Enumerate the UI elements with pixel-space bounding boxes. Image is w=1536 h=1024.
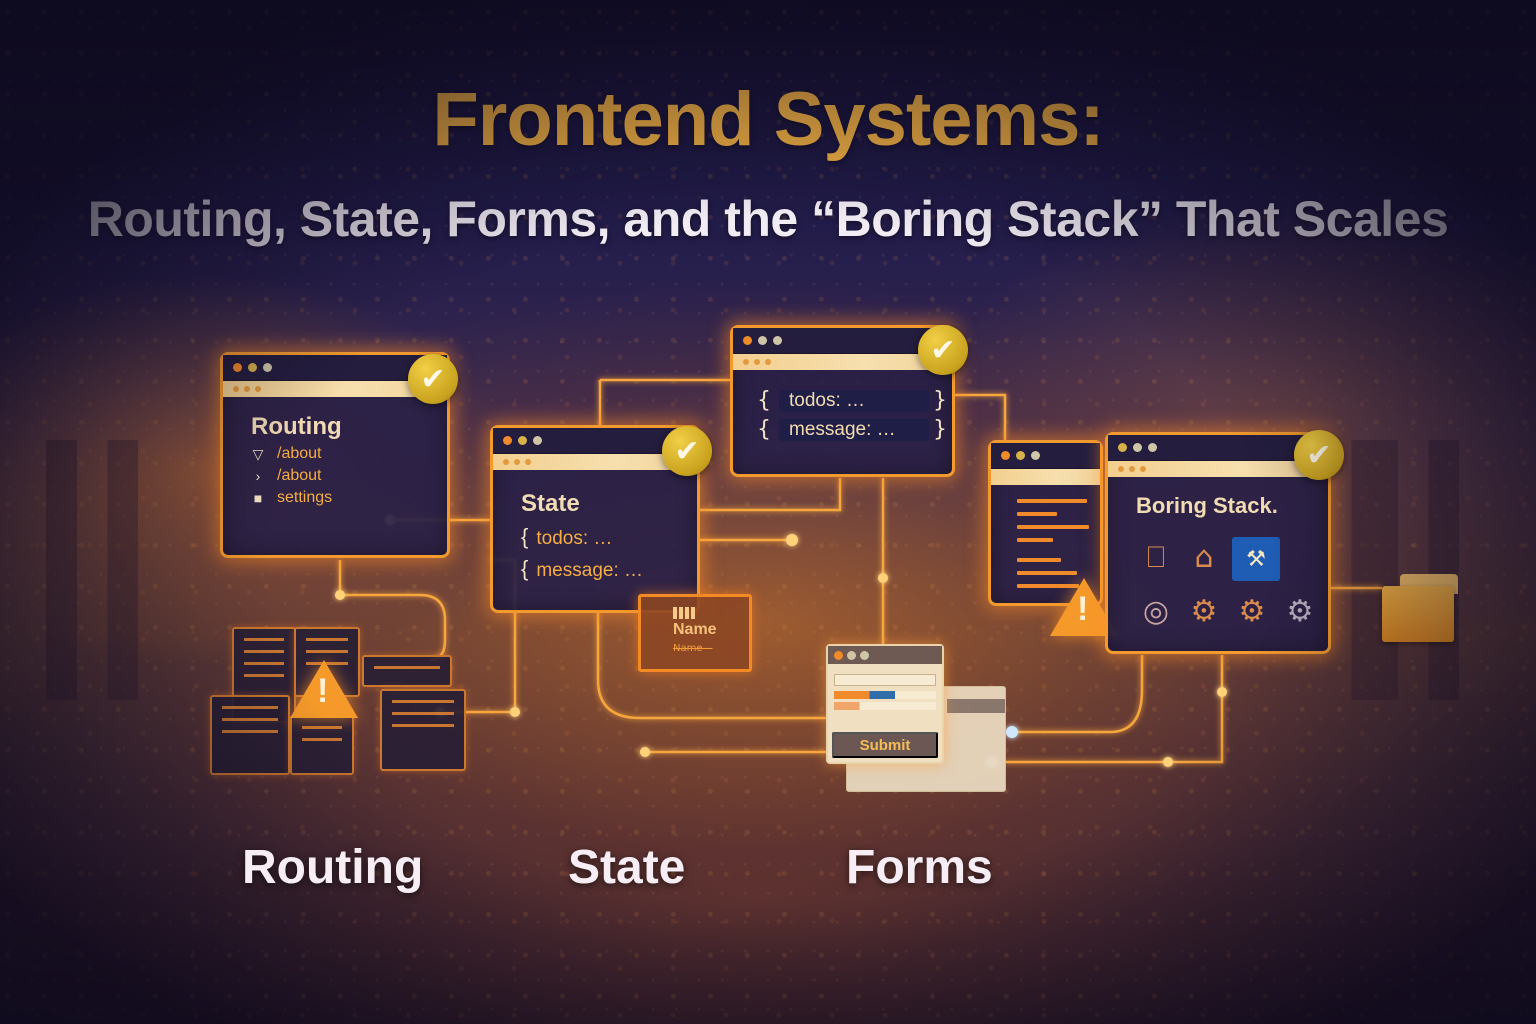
routing-window-title: Routing [251, 413, 342, 440]
form-progress [834, 702, 936, 710]
submit-button[interactable]: Submit [832, 732, 938, 758]
caption-state: State [568, 841, 686, 894]
barcode-icon [673, 607, 697, 619]
boring-stack-title: Boring Stack. [1136, 493, 1278, 518]
route-item[interactable]: ▽ /about [251, 445, 447, 463]
brace: { [757, 388, 771, 413]
window-dot-icon [758, 336, 767, 345]
window-dot-icon [847, 650, 856, 660]
gear-badge-icon[interactable]: ⚙ [1190, 593, 1218, 629]
document-lines [991, 485, 1100, 588]
window-dot-icon [773, 336, 782, 345]
name-field-value[interactable]: Name— [673, 643, 713, 654]
route-item[interactable]: › /about [251, 467, 447, 485]
route-label: settings [277, 489, 333, 506]
window-dot-icon [1148, 443, 1157, 452]
window-dot-icon [233, 363, 242, 372]
window-dot-icon [1031, 451, 1040, 460]
backpack-icon[interactable]: ⎕ [1147, 539, 1165, 575]
chevron-right-icon: › [255, 468, 261, 484]
brace: } [933, 417, 947, 442]
brace: { [521, 524, 529, 549]
gear-grey-icon[interactable]: ⚙ [1286, 593, 1314, 629]
gear-icon[interactable]: ⚙ [1238, 593, 1266, 629]
window-titlebar [828, 646, 942, 664]
caption-routing: Routing [242, 841, 424, 894]
state-line: { todos: … [521, 524, 697, 550]
window-dot-icon [1133, 443, 1142, 452]
window-dot-icon [503, 436, 512, 445]
state-line-text: todos: … [536, 528, 613, 549]
check-badge-icon: ✔ [662, 426, 712, 476]
tools-icon[interactable]: ⚒ [1232, 537, 1280, 581]
check-badge-icon: ✔ [408, 354, 458, 404]
brace: { [757, 417, 771, 442]
window-dot-icon [860, 650, 869, 660]
window-dot-icon [263, 363, 272, 372]
route-label: /about [277, 467, 322, 484]
graduation-cap-icon[interactable]: ⌂ [1194, 539, 1214, 575]
window-dot-icon [1001, 451, 1010, 460]
address-bar [991, 469, 1100, 485]
route-item[interactable]: ■ settings [251, 489, 447, 507]
page-title: Frontend Systems: [432, 77, 1104, 162]
store-line-text: message: … [779, 418, 929, 441]
store-line: { todos: … } [757, 388, 952, 413]
warning-mark: ! [1077, 590, 1089, 628]
window-dot-icon [1016, 451, 1025, 460]
store-line: { message: … } [757, 417, 952, 442]
caption-forms: Forms [846, 841, 993, 894]
form-progress [834, 691, 936, 699]
window-titlebar [991, 443, 1100, 469]
check-badge-icon: ✔ [918, 325, 968, 375]
window-dot-icon [743, 336, 752, 345]
page-subtitle: Routing, State, Forms, and the “Boring S… [87, 191, 1449, 247]
name-field-label: Name [673, 621, 717, 638]
window-dot-icon [248, 363, 257, 372]
warning-mark: ! [317, 672, 329, 710]
window-dot-icon [533, 436, 542, 445]
folder-icon [1382, 574, 1458, 642]
state-window-title: State [521, 490, 580, 517]
brace: { [521, 556, 529, 581]
route-label: /about [277, 445, 322, 462]
circle-plane-icon[interactable]: ◎ [1142, 593, 1170, 629]
store-line-text: todos: … [779, 389, 929, 412]
funnel-icon: ▽ [252, 445, 264, 462]
brace: } [933, 388, 947, 413]
window-dot-icon [518, 436, 527, 445]
window-dot-icon [1118, 443, 1127, 452]
state-line-text: message: … [536, 560, 644, 581]
state-line: { message: … [521, 556, 697, 582]
form-input[interactable] [834, 674, 936, 686]
stack-icon-grid: ⎕ ⌂ ⚒ ◎ ⚙ ⚙ ⚙ [1136, 537, 1328, 631]
form-window: Submit [826, 644, 944, 764]
check-badge-icon: ✔ [1294, 430, 1344, 480]
name-field-card[interactable]: Name Name— [638, 594, 752, 672]
window-dot-icon [834, 650, 843, 660]
folder-icon: ■ [253, 490, 263, 506]
